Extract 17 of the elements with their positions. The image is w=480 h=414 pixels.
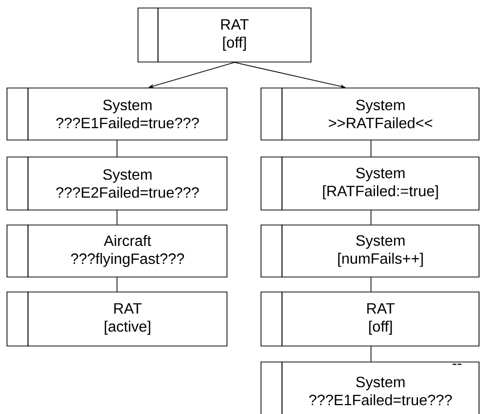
connector [370,140,372,157]
state-box: System [numFails++] [260,224,480,278]
state-box: System ???E1Failed=true??? [6,88,228,140]
connector [370,210,372,225]
state-box: RAT [off] [138,8,312,62]
state-box: RAT [active] [6,292,228,346]
connector [370,277,372,292]
state-box: System >>RATFailed<< [260,88,480,140]
state-box: System ???E2Failed=true??? [6,156,228,210]
connector [116,277,118,292]
connector [116,210,118,225]
connector [370,346,372,362]
state-box: RAT [off] [260,292,480,346]
state-box: System [RATFailed:=true] [260,156,480,210]
connector [116,140,118,157]
state-box: Aircraft ???flyingFast??? [6,224,228,278]
note-label: -- [452,364,462,365]
